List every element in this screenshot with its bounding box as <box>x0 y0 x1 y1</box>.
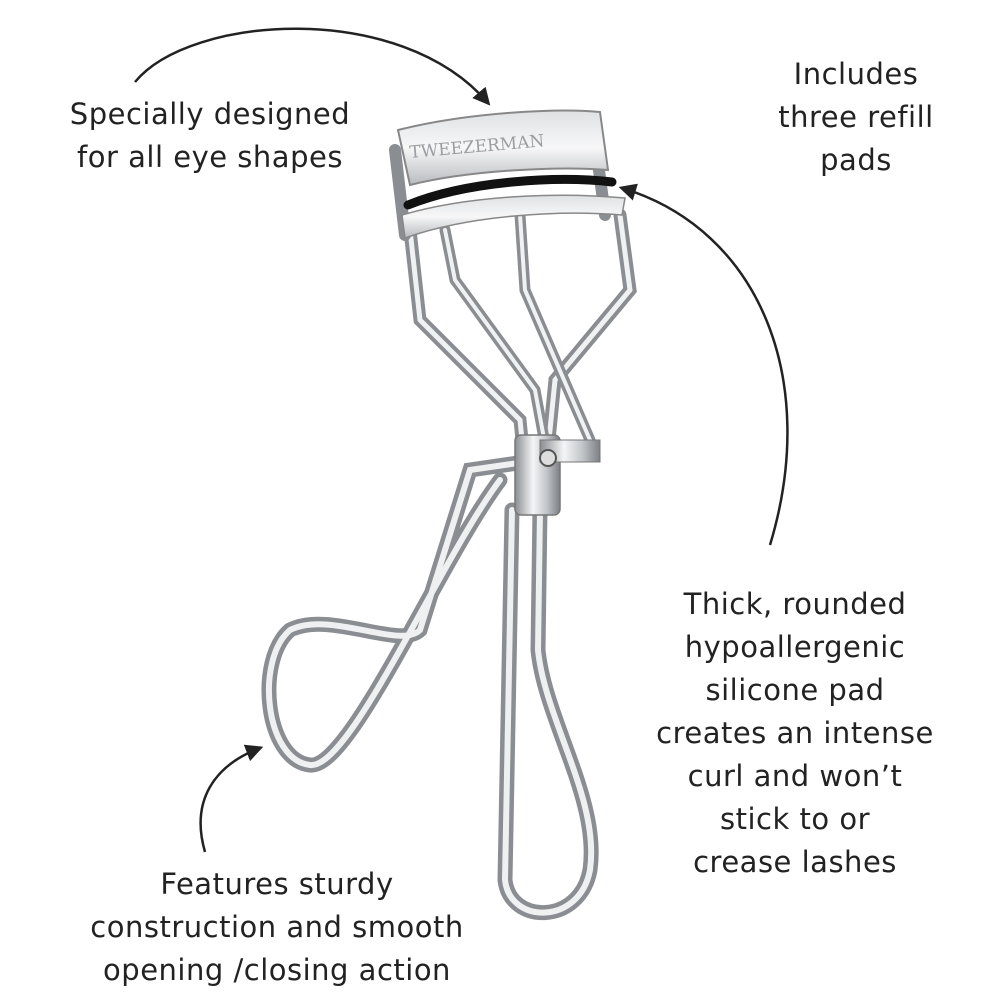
callout-line: construction and smooth <box>90 910 464 944</box>
callout-line: Features sturdy <box>160 867 394 901</box>
curler-top-band <box>396 109 610 187</box>
silicone-pad <box>403 175 617 210</box>
callout-line: curl and won’t <box>687 759 903 793</box>
callout-line: crease lashes <box>693 845 897 879</box>
curler-bottom-bar <box>401 194 626 240</box>
pivot-screw <box>539 449 557 467</box>
callout-line: opening /closing action <box>103 953 451 987</box>
callout-line: pads <box>820 143 892 177</box>
arrow-eye-shapes <box>134 27 491 106</box>
callout-line: creates an intense <box>656 716 934 750</box>
callout-refill-pads: Includes three refill pads <box>756 53 956 182</box>
callout-line: Thick, rounded <box>683 587 907 621</box>
callout-line: hypoallergenic <box>684 630 906 664</box>
arrow-silicone-pad <box>618 183 789 546</box>
callout-line: Specially designed <box>69 97 351 131</box>
left-finger-loop <box>261 454 533 773</box>
callout-line: silicone pad <box>705 673 885 707</box>
arrow-construction <box>199 744 264 853</box>
callout-eye-shapes: Specially designed for all eye shapes <box>40 93 380 179</box>
callout-silicone-pad: Thick, rounded hypoallergenic silicone p… <box>640 583 950 884</box>
callout-line: stick to or <box>720 802 870 836</box>
callout-line: for all eye shapes <box>77 140 343 174</box>
callout-line: three refill <box>778 100 934 134</box>
callout-construction: Features sturdy construction and smooth … <box>67 863 487 992</box>
right-finger-loop <box>497 502 599 920</box>
callout-line: Includes <box>793 57 919 91</box>
